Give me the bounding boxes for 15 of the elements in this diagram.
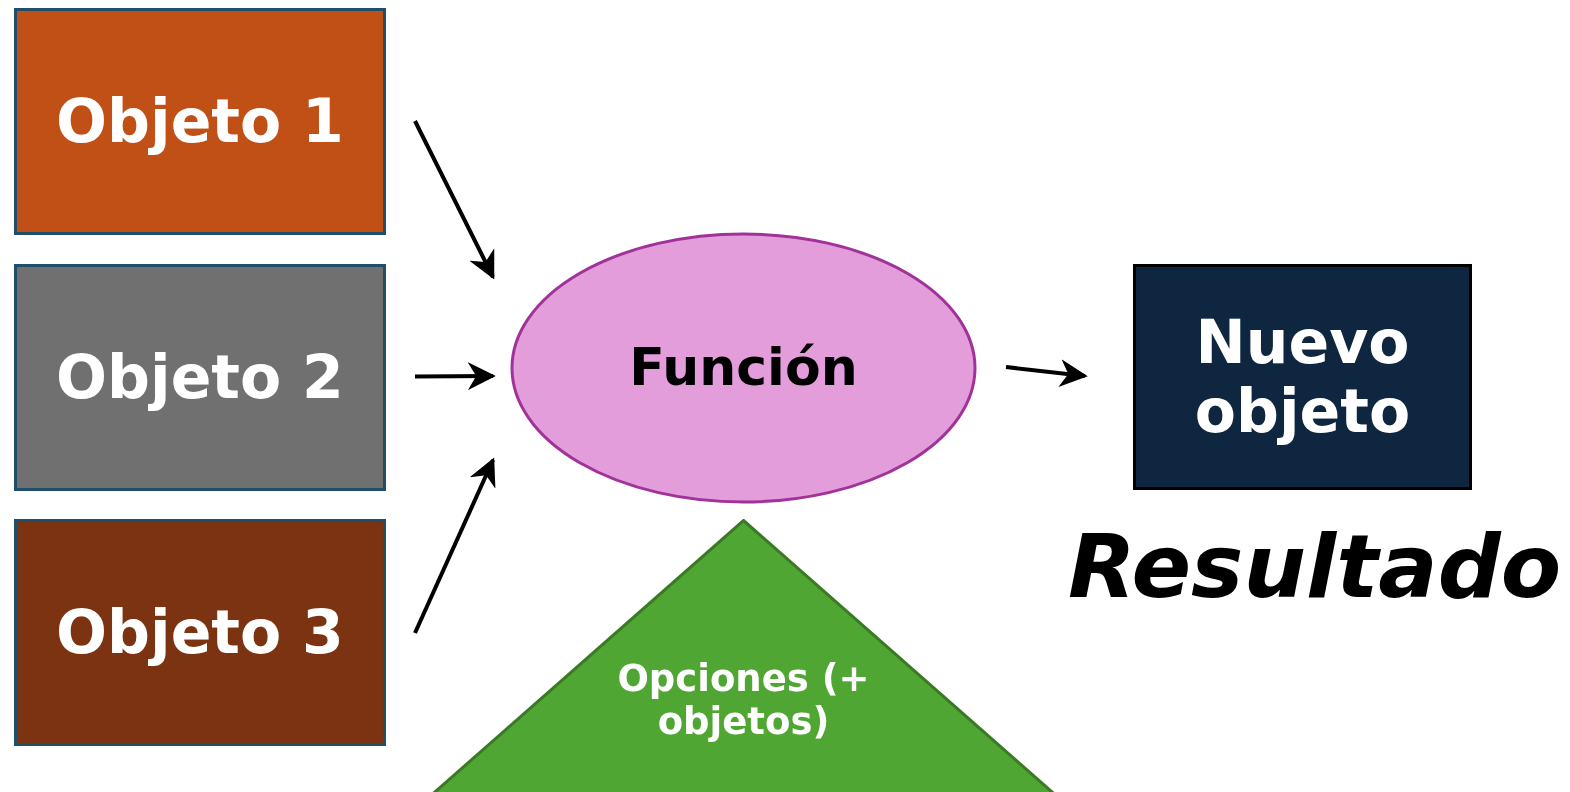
node-label: Objeto 2: [56, 343, 344, 412]
object-box: [14, 519, 386, 746]
node-label: Objeto 1: [56, 87, 344, 156]
arrow: [415, 362, 496, 391]
arrow: [1005, 359, 1088, 388]
arrow: [413, 457, 496, 634]
node-label: Nuevo objeto: [1193, 308, 1412, 446]
node-label: Función: [629, 338, 858, 398]
object-box: [14, 264, 386, 491]
node-label: Opciones (+ objetos): [616, 657, 871, 744]
result-box: [1133, 264, 1472, 490]
arrow: [413, 120, 495, 280]
result-caption: Resultado: [1068, 515, 1562, 618]
object-box: [14, 8, 386, 235]
node-label: Objeto 3: [56, 598, 344, 667]
